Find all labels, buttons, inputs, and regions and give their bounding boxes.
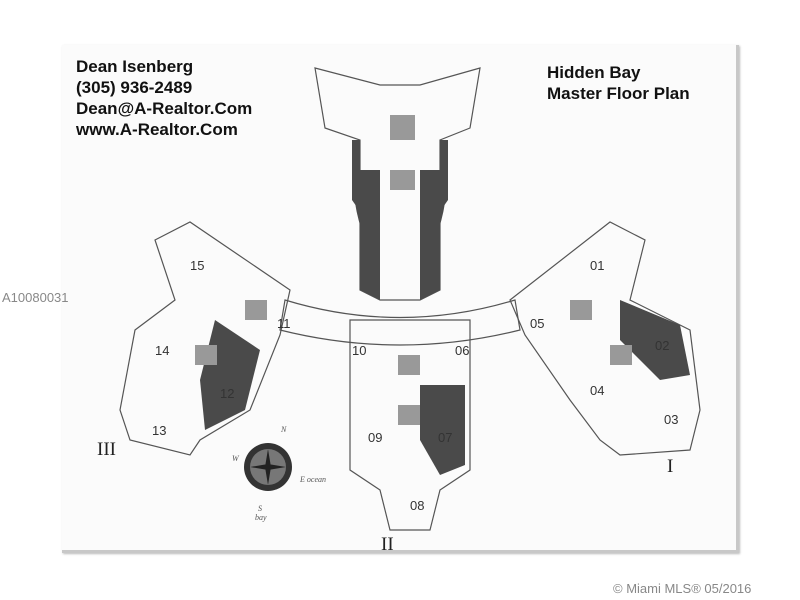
compass-south-sub: bay [255,513,267,522]
unit-label: 04 [590,383,604,398]
wing-label-three: III [97,439,116,460]
copyright-footer: © Miami MLS® 05/2016 [613,581,752,596]
unit-label: 07 [438,430,452,445]
unit-label: 03 [664,412,678,427]
plan-title-line2: Master Floor Plan [547,84,690,103]
agent-website: www.A-Realtor.Com [76,120,238,139]
agent-contact: Dean Isenberg (305) 936-2489 Dean@A-Real… [76,56,252,140]
elevator-cores [195,115,632,425]
compass-rose-icon: N W E ocean S bay [232,425,326,522]
unit-label: 13 [152,423,166,438]
unit-label: 11 [277,316,291,331]
unit-label: 06 [455,343,469,358]
wing-label-two: II [381,534,394,555]
unit-labels: 01 02 03 04 05 06 07 08 09 10 11 12 13 1… [152,258,678,513]
unit-label: 15 [190,258,204,273]
unit-label: 09 [368,430,382,445]
unit-label: 10 [352,343,366,358]
compass-north: N [280,425,287,434]
unit-label: 14 [155,343,169,358]
agent-name: Dean Isenberg [76,57,194,76]
unit-label: 02 [655,338,669,353]
listing-id-watermark: A10080031 [2,290,69,305]
agent-phone: (305) 936-2489 [76,78,193,97]
unit-label: 01 [590,258,604,273]
agent-email: Dean@A-Realtor.Com [76,99,253,118]
compass-south: S [258,504,262,513]
plan-title-line1: Hidden Bay [547,63,641,82]
unit-label: 12 [220,386,234,401]
compass-east: E ocean [299,475,326,484]
compass-west: W [232,454,240,463]
wing-label-one: I [667,456,673,477]
unit-label: 05 [530,316,544,331]
unit-label: 08 [410,498,424,513]
plan-title: Hidden Bay Master Floor Plan [547,62,690,104]
shaded-units [200,140,690,475]
